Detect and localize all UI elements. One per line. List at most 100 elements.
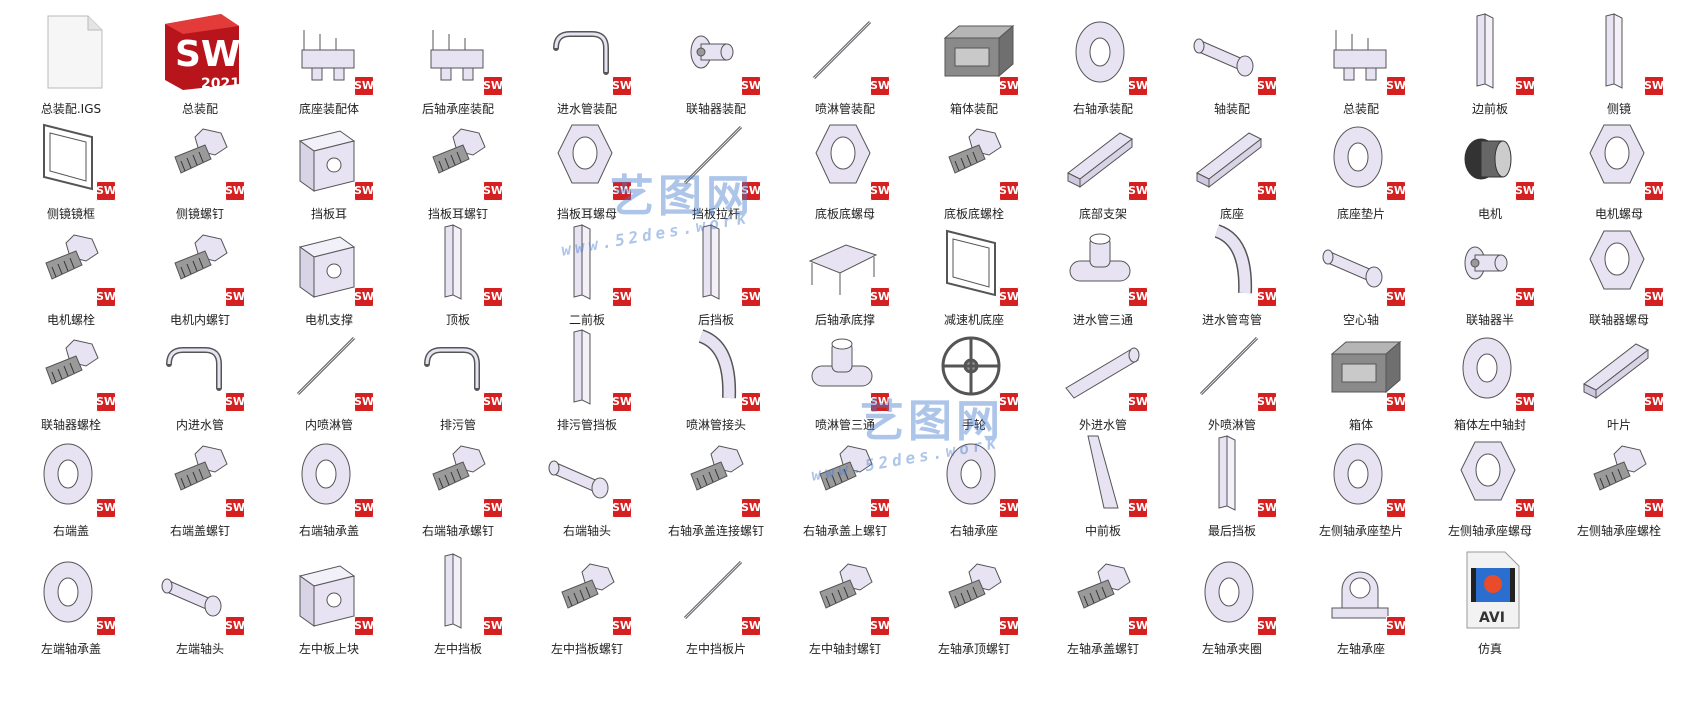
file-name-label: 喷淋管装配 <box>814 102 875 116</box>
part-thumbnail-icon <box>929 115 1019 195</box>
solidworks-badge-icon: SW <box>225 392 245 412</box>
part-thumbnail-icon <box>929 550 1019 630</box>
part-thumbnail-icon <box>929 221 1019 301</box>
solidworks-badge-icon: SW <box>96 287 116 307</box>
file-name-label: 进水管装配 <box>556 102 617 116</box>
solidworks-badge-icon: SW <box>354 287 374 307</box>
solidworks-badge-icon: SW <box>483 181 503 201</box>
part-thumbnail-icon <box>413 221 503 301</box>
solidworks-badge-icon: SW <box>1257 76 1277 96</box>
part-thumbnail-icon <box>1574 221 1664 301</box>
file-name-label: 左中挡板片 <box>685 642 746 656</box>
file-name-label: 左侧轴承座垫片 <box>1318 524 1403 538</box>
solidworks-badge-icon: SW <box>1257 287 1277 307</box>
file-item[interactable]: 总装配.IGS <box>12 8 130 118</box>
file-name-label: 侧镜镜框 <box>46 207 95 221</box>
part-thumbnail-icon <box>800 432 890 512</box>
part-thumbnail-icon <box>671 550 761 630</box>
solidworks-badge-icon: SW <box>1644 181 1664 201</box>
part-thumbnail-icon <box>413 115 503 195</box>
part-thumbnail-icon <box>800 115 890 195</box>
part-thumbnail-icon <box>1058 432 1148 512</box>
part-thumbnail-icon <box>1445 432 1535 512</box>
